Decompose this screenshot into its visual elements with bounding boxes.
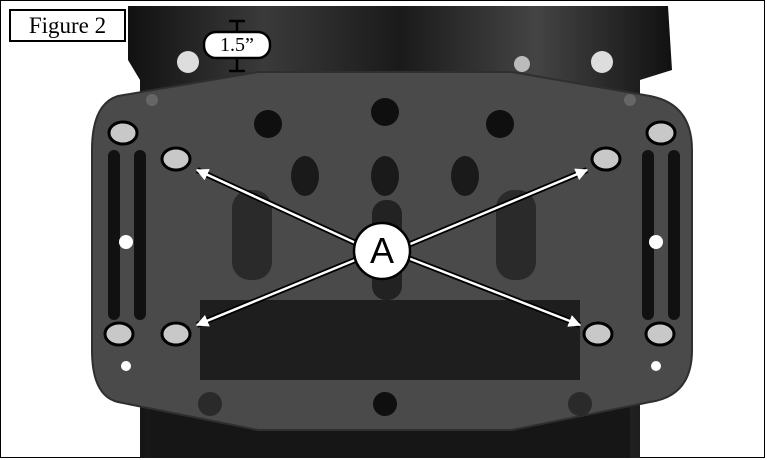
hole-inner-top-left bbox=[160, 146, 192, 172]
callout-letter: A bbox=[369, 230, 394, 271]
hole-inner-bottom-right bbox=[582, 321, 614, 347]
arrow-bottom-left bbox=[195, 256, 361, 327]
hole-inner-top-right bbox=[590, 146, 622, 172]
callout-circle bbox=[352, 221, 412, 281]
callout-arrows bbox=[195, 167, 589, 328]
dimension-marker bbox=[202, 19, 272, 73]
hole-outer-bottom-right bbox=[644, 321, 676, 347]
dimension-label-box bbox=[202, 30, 272, 60]
hole-outer-top-right bbox=[645, 120, 677, 146]
mounting-holes bbox=[103, 120, 677, 347]
hole-inner-bottom-left bbox=[160, 321, 192, 347]
arrow-top-right bbox=[407, 168, 589, 247]
dimension-label: 1.5” bbox=[220, 33, 254, 56]
hole-outer-top-left bbox=[107, 120, 139, 146]
arrow-bottom-right bbox=[407, 256, 582, 327]
figure-label: Figure 2 bbox=[9, 9, 126, 42]
arrow-top-left bbox=[195, 168, 361, 247]
hole-outer-bottom-left bbox=[103, 321, 135, 347]
